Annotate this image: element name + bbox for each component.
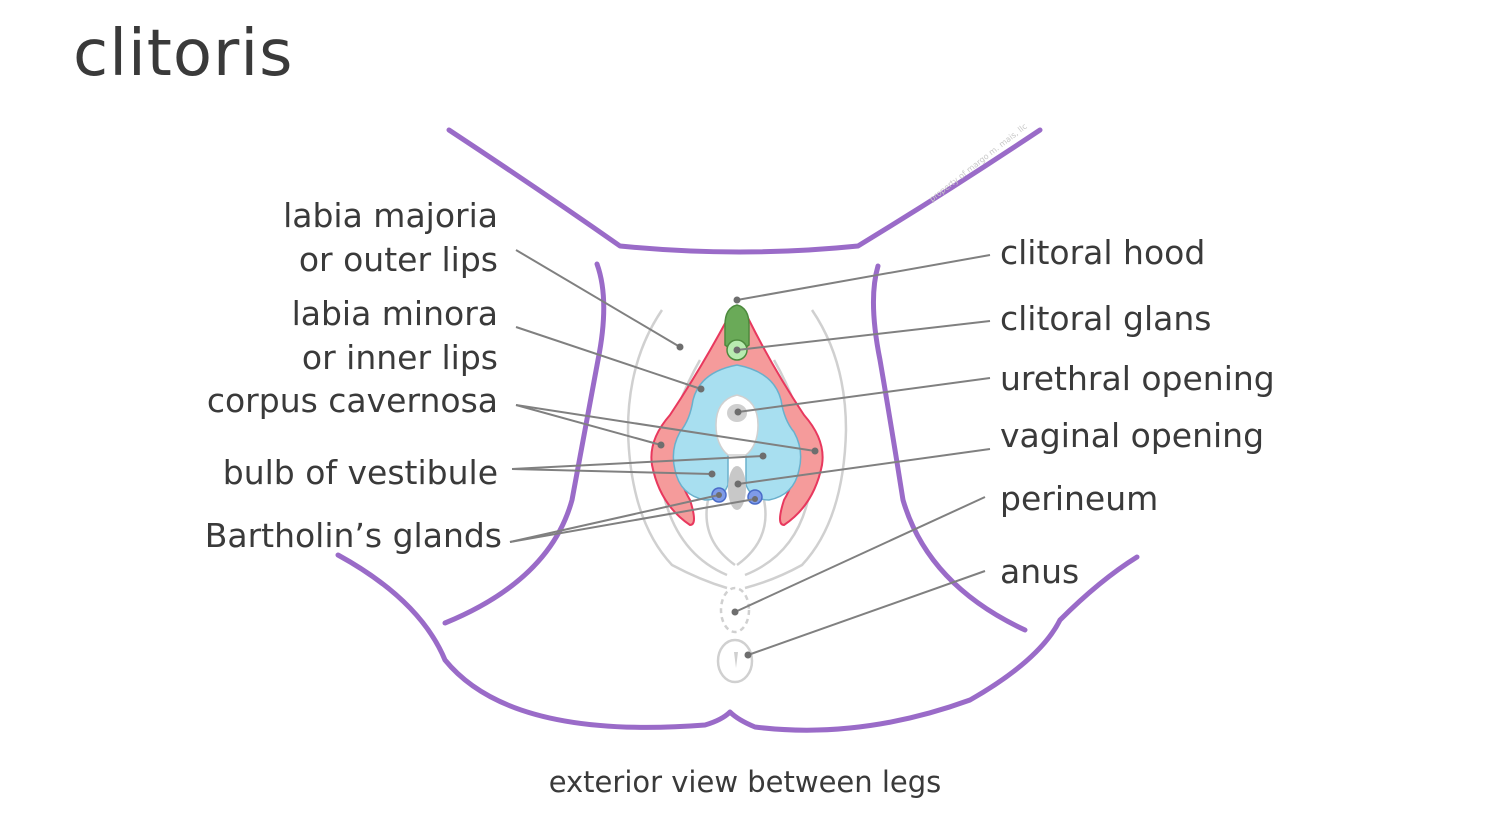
- leader-clitoral-glans: [736, 320, 991, 351]
- labia-majora-left-line: [626, 309, 728, 590]
- label-anus: anus: [1000, 552, 1079, 591]
- leader-urethral-opening: [737, 377, 991, 413]
- dot-urethral-opening: [734, 408, 742, 416]
- leader-bulb-right: [511, 455, 764, 470]
- vaginal-opening: [728, 466, 746, 510]
- dot-anus: [744, 651, 752, 659]
- dot-clitoral-hood: [733, 296, 741, 304]
- leader-corpus-cavernosa-left: [515, 404, 662, 446]
- anus-center: [734, 652, 738, 668]
- dot-perineum: [731, 608, 739, 616]
- top-outline: [446, 127, 1043, 255]
- body-outline: [335, 127, 1140, 733]
- dot-bulb-left: [708, 470, 716, 478]
- page-title: clitoris: [73, 17, 294, 91]
- right-labels: clitoral hood clitoral glans urethral op…: [1000, 233, 1275, 591]
- leader-bartholins-left: [509, 494, 720, 543]
- labia-majora-right-line: [744, 309, 848, 590]
- leader-anus: [747, 570, 986, 656]
- dot-labia-minora: [697, 385, 705, 393]
- label-clitoral-hood: clitoral hood: [1000, 233, 1205, 272]
- leader-labia-majora: [515, 249, 681, 348]
- dot-bulb-right: [759, 452, 767, 460]
- label-labia-majora-line1: labia majoria: [283, 196, 498, 235]
- label-corpus-cavernosa: corpus cavernosa: [207, 381, 498, 420]
- leader-perineum: [734, 496, 986, 613]
- left-labels: labia majoria or outer lips labia minora…: [205, 196, 502, 555]
- buttocks-outline: [335, 552, 1140, 733]
- label-vaginal-opening: vaginal opening: [1000, 416, 1264, 455]
- leader-clitoral-hood: [736, 254, 991, 301]
- dot-clitoral-glans: [733, 346, 741, 354]
- leader-corpus-cavernosa-right: [515, 404, 816, 452]
- perineum: [719, 586, 751, 634]
- leader-labia-minora: [515, 326, 702, 390]
- dot-corpus-cavernosa-left: [657, 441, 665, 449]
- label-bartholins-glands: Bartholin’s glands: [205, 516, 502, 555]
- label-perineum: perineum: [1000, 479, 1158, 518]
- leader-bulb-left: [511, 468, 713, 475]
- label-urethral-opening: urethral opening: [1000, 359, 1275, 398]
- dot-labia-majora: [676, 343, 684, 351]
- leader-lines: [509, 249, 991, 659]
- label-labia-minora-line1: labia minora: [292, 294, 498, 333]
- anus: [716, 638, 754, 684]
- anus-shape: [716, 638, 754, 684]
- inner-fold-right-2: [736, 499, 767, 567]
- label-labia-majora-line2: or outer lips: [299, 240, 498, 279]
- leader-bartholins-right: [509, 498, 756, 543]
- inner-fold-left-2: [705, 499, 736, 567]
- dot-vaginal-opening: [734, 480, 742, 488]
- label-bulb-of-vestibule: bulb of vestibule: [223, 453, 498, 492]
- right-thigh-outline: [871, 263, 1028, 633]
- label-clitoral-glans: clitoral glans: [1000, 299, 1212, 338]
- dot-bartholins-right: [752, 496, 758, 502]
- dot-corpus-cavernosa-right: [811, 447, 819, 455]
- label-labia-minora-line2: or inner lips: [302, 338, 498, 377]
- caption: exterior view between legs: [549, 765, 942, 799]
- leader-vaginal-opening: [737, 448, 991, 485]
- watermark: property of margo m. mais, llc: [928, 122, 1029, 204]
- left-thigh-outline: [442, 261, 607, 626]
- dot-bartholins-left: [716, 492, 722, 498]
